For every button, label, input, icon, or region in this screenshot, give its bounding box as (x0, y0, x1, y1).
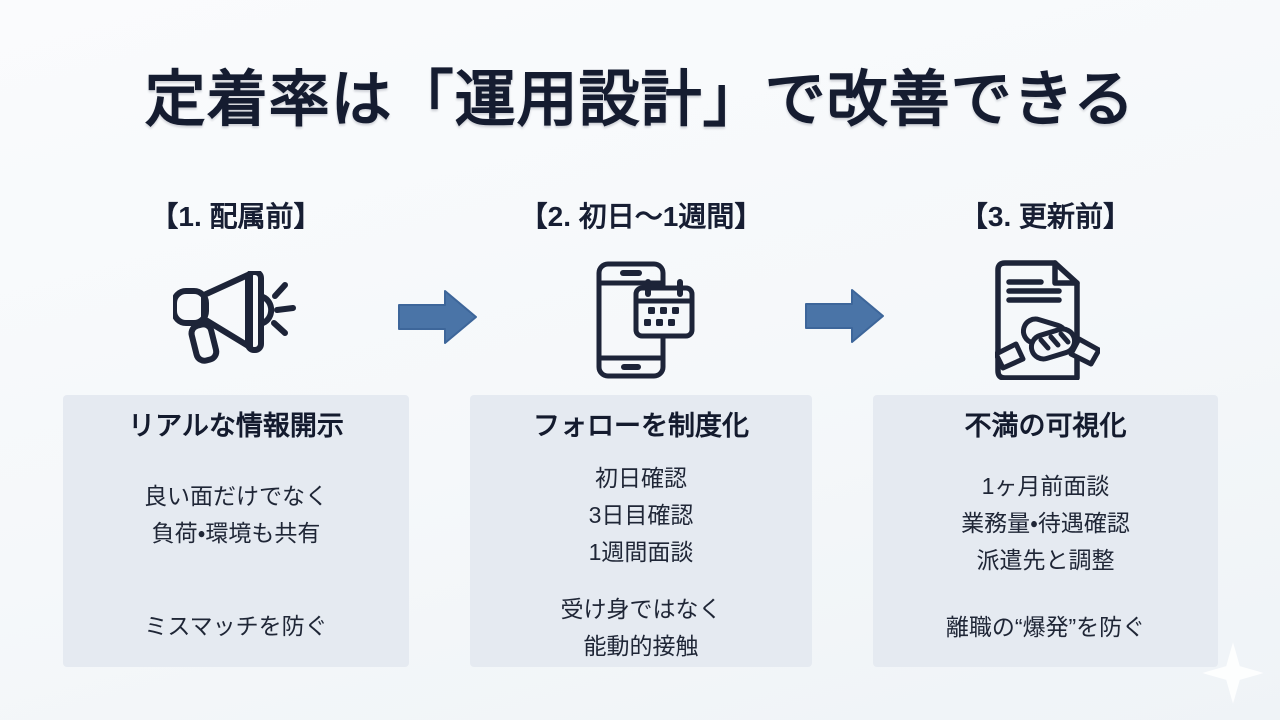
card-body: 良い面だけでなく 負荷・環境も共有 (63, 478, 409, 552)
card-footer-line: 離職の“爆発”を防ぐ (945, 614, 1146, 640)
step-3-label: 【3. 更新前】 (959, 201, 1132, 232)
card-heading: フォローを制度化 (533, 411, 749, 441)
card-body-line: 業務量・待遇確認 (961, 510, 1130, 536)
card-body-line: 初日確認 (595, 465, 687, 491)
card-body: 1ヶ月前面談 業務量・待遇確認 派遣先と調整 (873, 468, 1218, 579)
card-heading: 不満の可視化 (964, 411, 1127, 441)
card-footer-line: ミスマッチを防ぐ (144, 613, 328, 639)
card-body-line: 負荷・環境も共有 (151, 520, 321, 546)
step-3-card: 不満の可視化 1ヶ月前面談 業務量・待遇確認 派遣先と調整 離職の“爆発”を防ぐ (873, 395, 1218, 667)
step-1-card: リアルな情報開示 良い面だけでなく 負荷・環境も共有 ミスマッチを防ぐ (63, 395, 409, 667)
card-heading: リアルな情報開示 (128, 411, 344, 441)
card-footer: 離職の“爆発”を防ぐ (873, 609, 1218, 646)
card-body-line: 派遣先と調整 (976, 547, 1115, 573)
card-body-line: 1週間面談 (588, 539, 694, 565)
smartphone-calendar-icon (596, 261, 696, 379)
card-footer-line: 受け身ではなく (560, 596, 722, 622)
card-footer: ミスマッチを防ぐ (63, 608, 409, 645)
step-1-label: 【1. 配属前】 (150, 201, 322, 232)
card-footer: 受け身ではなく 能動的接触 (470, 591, 812, 665)
card-body: 初日確認 3日目確認 1週間面談 (470, 460, 812, 571)
megaphone-icon (173, 271, 303, 371)
card-body-line: 3日目確認 (588, 502, 694, 528)
contract-handshake-icon (995, 260, 1100, 380)
step-2-label: 【2. 初日〜1週間】 (519, 201, 763, 232)
arrow-right-icon (397, 288, 479, 346)
card-body-line: 1ヶ月前面談 (981, 473, 1110, 499)
card-body-line: 良い面だけでなく (144, 483, 328, 509)
arrow-right-icon (804, 287, 886, 345)
step-2-card: フォローを制度化 初日確認 3日目確認 1週間面談 受け身ではなく 能動的接触 (470, 395, 812, 667)
card-footer-line: 能動的接触 (583, 633, 699, 659)
page-title: 定着率は「運用設計」で改善できる (144, 65, 1136, 133)
